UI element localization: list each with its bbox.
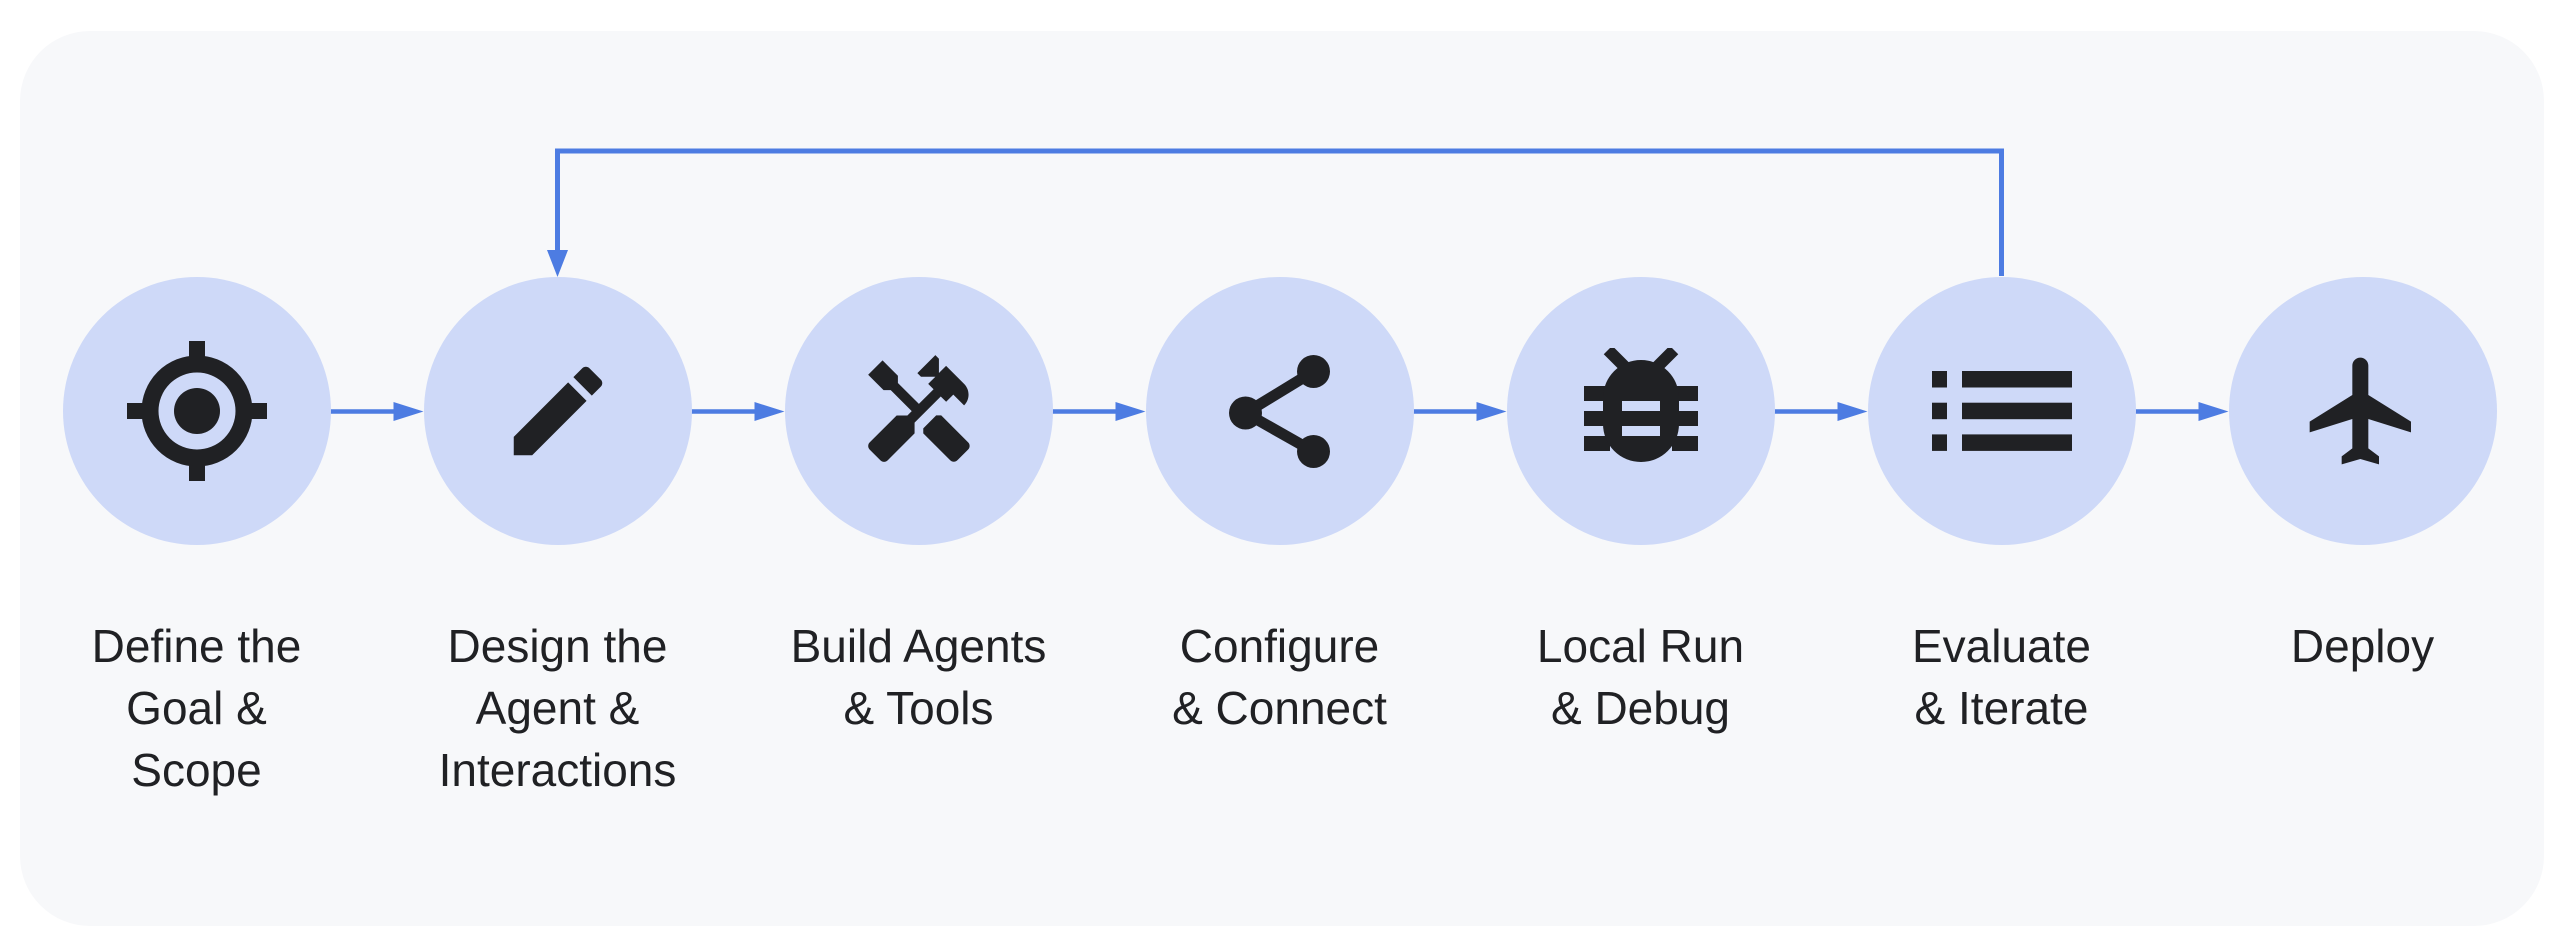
plane-icon — [2309, 357, 2411, 465]
step-circle-build — [784, 277, 1053, 545]
step-label-deploy: Deploy — [2290, 620, 2435, 672]
tools-icon — [867, 355, 970, 462]
step-circle-evaluate — [1867, 277, 2136, 545]
step-local-run-debug: Local Run & Debug — [1461, 277, 1821, 739]
step-circle-design — [423, 277, 692, 545]
step-circle-configure — [1145, 277, 1414, 545]
step-circle-deploy — [2228, 277, 2497, 545]
step-design-agent-interactions: Design the Agent & Interactions — [378, 277, 738, 801]
list-icon — [1931, 371, 2072, 451]
step-evaluate-iterate: Evaluate & Iterate — [1822, 277, 2182, 739]
pencil-icon — [513, 366, 602, 456]
bug-icon — [1583, 348, 1698, 462]
step-deploy: Deploy — [2183, 277, 2543, 677]
step-label-define: Define the Goal & Scope — [91, 620, 302, 796]
step-label-evaluate: Evaluate & Iterate — [1911, 620, 2091, 734]
step-circle-debug — [1506, 277, 1775, 545]
step-label-build: Build Agents & Tools — [790, 620, 1047, 734]
share-icon — [1229, 354, 1330, 468]
step-circle-define — [62, 277, 331, 545]
step-define-goal-scope: Define the Goal & Scope — [17, 277, 377, 801]
step-build-agents-tools: Build Agents & Tools — [739, 277, 1099, 739]
step-configure-connect: Configure & Connect — [1100, 277, 1460, 739]
step-label-debug: Local Run & Debug — [1536, 620, 1745, 734]
step-label-configure: Configure & Connect — [1172, 620, 1387, 734]
target-icon — [126, 341, 267, 481]
step-label-design: Design the Agent & Interactions — [438, 620, 677, 796]
